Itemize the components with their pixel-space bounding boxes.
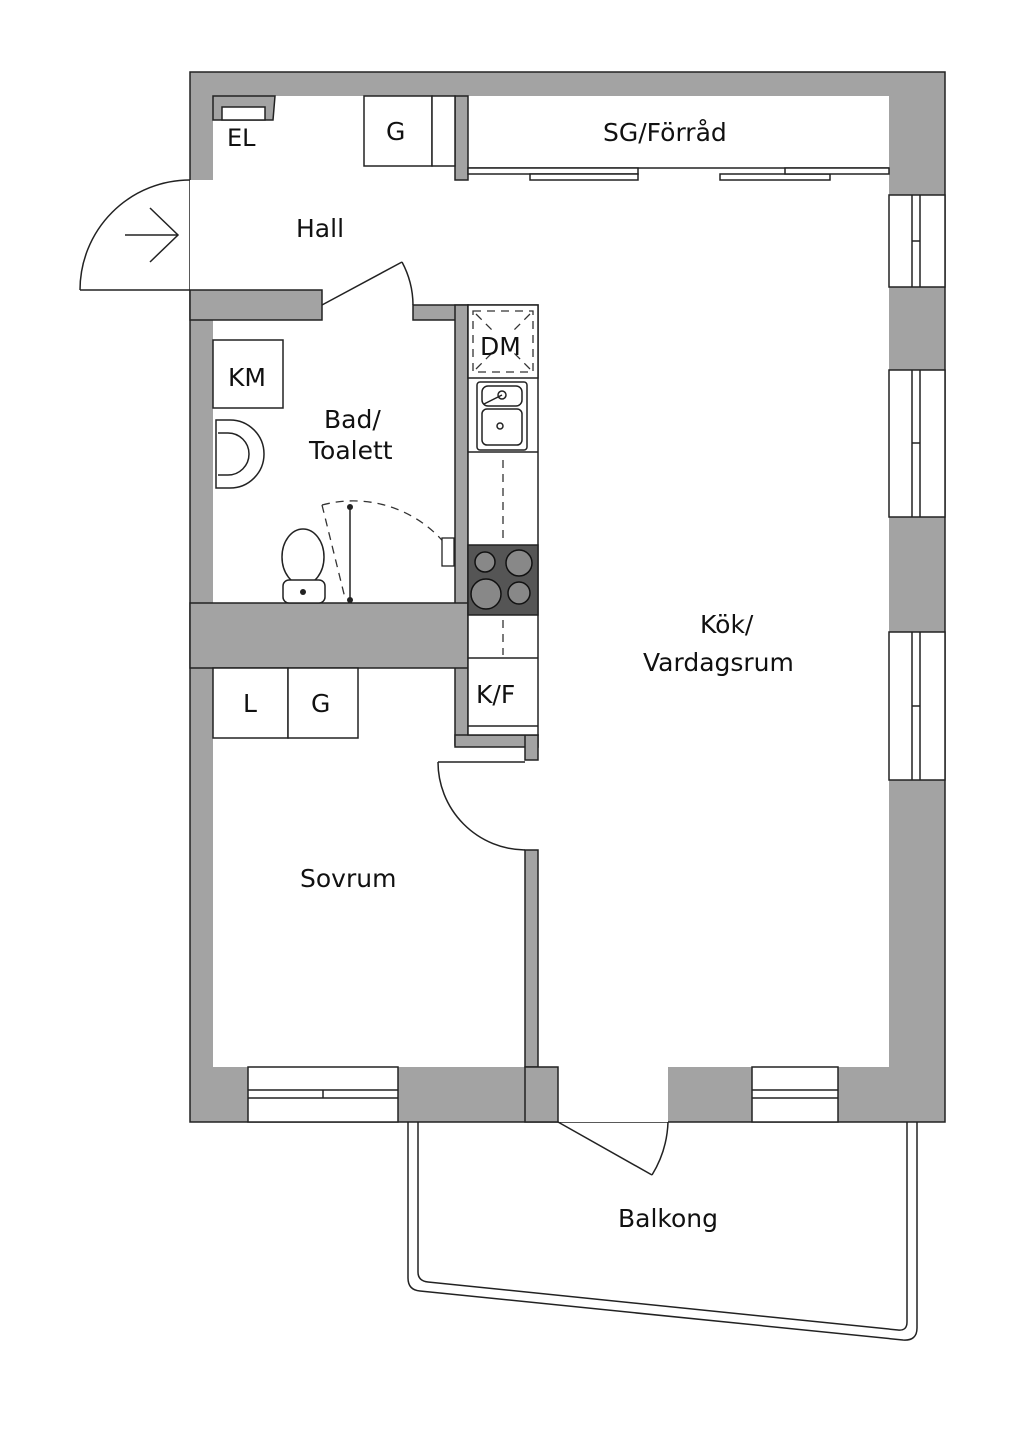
window-right-2 bbox=[888, 369, 946, 518]
label-sovrum: Sovrum bbox=[300, 864, 396, 893]
balcony-door-opening bbox=[558, 1067, 668, 1122]
label-g-hall: G bbox=[386, 117, 405, 146]
label-vardagsrum: Vardagsrum bbox=[643, 648, 794, 677]
linen-closet bbox=[212, 667, 289, 739]
label-bad: Bad/ bbox=[324, 405, 381, 434]
window-bottom-sovrum bbox=[247, 1066, 399, 1123]
window-right-3 bbox=[888, 631, 946, 781]
shower-icon bbox=[321, 500, 455, 603]
hall-wardrobe bbox=[363, 95, 433, 167]
sovrum-wardrobe bbox=[287, 667, 359, 739]
sliding-door-3 bbox=[719, 173, 831, 181]
label-el: EL bbox=[227, 124, 256, 152]
entry-arrow-icon bbox=[125, 207, 180, 263]
hall-opening bbox=[455, 180, 468, 305]
label-balkong: Balkong bbox=[618, 1204, 718, 1233]
window-bottom-kok bbox=[751, 1066, 839, 1123]
wall-bath-sovrum bbox=[189, 602, 469, 669]
label-g-sovrum: G bbox=[311, 689, 330, 718]
label-l: L bbox=[243, 689, 257, 718]
sovrum-door-opening bbox=[525, 760, 538, 850]
sliding-door-4 bbox=[784, 167, 890, 175]
bath-door[interactable] bbox=[321, 261, 414, 306]
sovrum-door[interactable] bbox=[437, 761, 526, 851]
wall-hall-bath-left bbox=[189, 289, 323, 321]
wall-sovrum-kok bbox=[524, 849, 539, 1068]
window-right-1 bbox=[888, 194, 946, 288]
label-sg-forrad: SG/Förråd bbox=[603, 118, 727, 147]
toilet-icon bbox=[281, 528, 326, 604]
entry-opening bbox=[190, 180, 213, 290]
sliding-door-2 bbox=[529, 173, 639, 181]
balcony-outline bbox=[407, 1122, 918, 1341]
washbasin-icon bbox=[215, 419, 265, 489]
wall-kitchen bbox=[454, 304, 469, 746]
label-km: KM bbox=[228, 363, 266, 392]
wall-hall-sg bbox=[454, 95, 469, 181]
sliding-door-1 bbox=[467, 167, 639, 175]
balcony-door[interactable] bbox=[557, 1121, 669, 1176]
label-hall: Hall bbox=[296, 214, 344, 243]
entry-door[interactable] bbox=[79, 179, 191, 291]
label-toalett: Toalett bbox=[308, 436, 393, 465]
washing-machine bbox=[212, 339, 284, 409]
hall-wardrobe-side bbox=[431, 95, 456, 167]
el-cabinet bbox=[221, 106, 266, 121]
wall-bottom-mid bbox=[524, 1066, 559, 1123]
kitchen-counter bbox=[467, 304, 539, 736]
label-dm: DM bbox=[480, 332, 521, 361]
label-kok: Kök/ bbox=[700, 610, 754, 639]
wall-stub bbox=[524, 734, 539, 761]
label-kf: K/F bbox=[476, 680, 515, 709]
